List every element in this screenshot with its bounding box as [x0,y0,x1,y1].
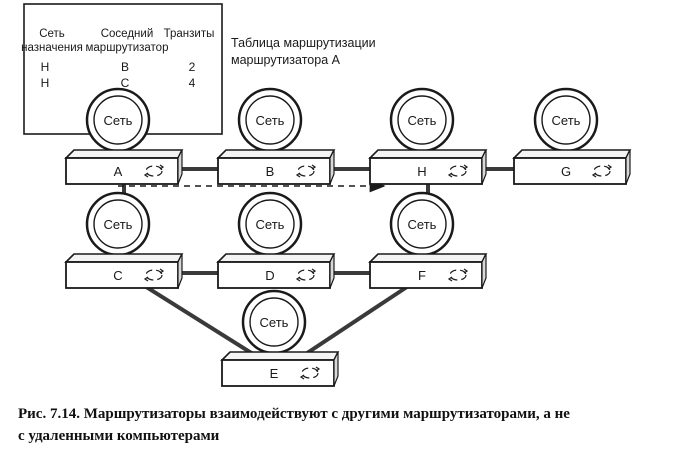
table-caption-line2: маршрутизатора A [231,53,341,67]
router-arrows-icon [447,268,469,282]
router-arrows-icon [295,164,317,178]
rt-row2-destination: H [41,76,50,90]
network-disk-inner [397,95,447,145]
router-arrows-icon [143,268,165,282]
router-side-face [481,253,487,289]
router-box-f [369,261,483,289]
router-top-face [368,149,488,159]
network-label-f: Сеть [408,217,437,232]
router-box-g [513,157,627,185]
router-arrows-icon [299,366,321,380]
router-label-f: F [418,268,426,283]
router-label-a: A [114,164,123,179]
router-side-face [177,149,183,185]
router-side-face [177,253,183,289]
network-label-e: Сеть [260,315,289,330]
router-top-face [64,253,184,263]
network-disk-inner [541,95,591,145]
router-box-e [221,359,335,387]
network-label-a: Сеть [104,113,133,128]
router-box-b [217,157,331,185]
figure-caption-line2: с удаленными компьютерами [18,428,220,444]
router-label-e: E [270,366,279,381]
router-side-face [329,253,335,289]
router-top-face [216,149,336,159]
router-label-h: H [417,164,426,179]
network-disk-inner [245,199,295,249]
router-label-b: B [266,164,275,179]
rt-header-neighbor-1: Соседний [101,28,154,40]
router-side-face [329,149,335,185]
network-label-h: Сеть [408,113,437,128]
router-label-g: G [561,164,571,179]
rt-header-hops: Транзиты [164,28,215,40]
router-box-a [65,157,179,185]
router-label-c: C [113,268,122,283]
table-caption-line1: Таблица маршрутизации [231,36,376,50]
router-top-face [64,149,184,159]
router-side-face [333,351,339,387]
rt-row1-hops: 2 [189,60,196,74]
router-box-h [369,157,483,185]
network-disk-inner [397,199,447,249]
router-top-face [220,351,340,361]
network-disk-inner [93,95,143,145]
router-side-face [625,149,631,185]
network-label-g: Сеть [552,113,581,128]
figure-caption-line1: Рис. 7.14. Маршрутизаторы взаимодействую… [18,406,570,422]
network-disk-inner [245,95,295,145]
router-label-d: D [265,268,274,283]
router-top-face [216,253,336,263]
rt-header-destination-1: Сеть [39,28,65,40]
rt-row2-hops: 4 [189,76,196,90]
rt-header-destination-2: назначения [21,42,83,54]
router-top-face [368,253,488,263]
router-arrows-icon [295,268,317,282]
links-layer [122,167,574,373]
network-disk-inner [93,199,143,249]
network-disk-inner [249,297,299,347]
rt-row1-destination: H [41,60,50,74]
router-top-face [512,149,632,159]
router-arrows-icon [143,164,165,178]
rt-header-neighbor-2: маршрутизатор [86,42,169,54]
router-arrows-icon [447,164,469,178]
network-label-b: Сеть [256,113,285,128]
rt-row1-neighbor: B [121,60,129,74]
router-side-face [481,149,487,185]
router-arrows-icon [591,164,613,178]
network-label-c: Сеть [104,217,133,232]
rt-row2-neighbor: C [121,76,130,90]
network-label-d: Сеть [256,217,285,232]
